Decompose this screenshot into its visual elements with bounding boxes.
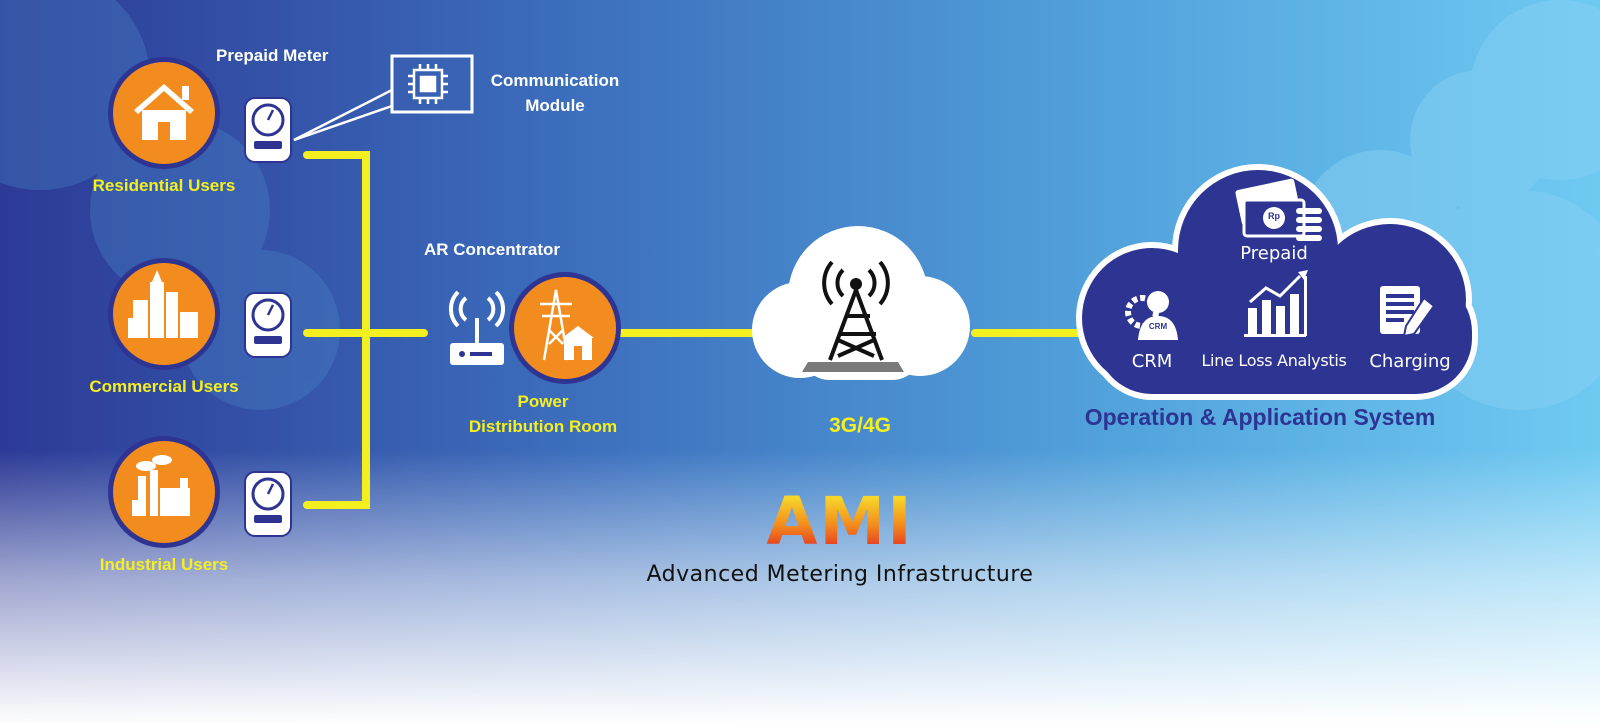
crm-label: CRM — [1131, 351, 1173, 372]
communication-module-label: Communication Module — [480, 68, 630, 118]
chip-icon — [408, 64, 448, 104]
cell-tower-icon — [802, 260, 904, 372]
house-icon — [134, 84, 194, 140]
industrial-node — [108, 436, 220, 548]
commercial-users-label: Commercial Users — [89, 377, 239, 396]
prepaid-meter-icon — [244, 97, 292, 537]
rp-badge: Rp — [1268, 211, 1280, 221]
bar-chart-icon — [1244, 270, 1308, 337]
power-distribution-node — [509, 272, 621, 384]
network-label: 3G/4G — [829, 414, 891, 437]
prepaid-meter-label: Prepaid Meter — [216, 46, 329, 65]
crm-badge: CRM — [1148, 322, 1168, 331]
power-distribution-line2: Distribution Room — [468, 417, 618, 436]
router-icon — [448, 290, 506, 365]
crm-icon — [1125, 291, 1178, 340]
document-pen-icon — [1380, 286, 1436, 338]
ami-subtitle: Advanced Metering Infrastructure — [646, 562, 1034, 587]
commercial-node — [108, 258, 220, 370]
operation-system-title: Operation & Application System — [1084, 404, 1436, 430]
communication-module-callout — [293, 54, 474, 142]
power-distribution-label: Power Distribution Room — [440, 389, 646, 439]
ami-title: AMI — [720, 487, 960, 557]
line-loss-analysis-label: Line Loss Analystis — [1201, 351, 1347, 370]
ar-concentrator-label: AR Concentrator — [424, 240, 561, 259]
city-buildings-icon — [128, 270, 198, 338]
residential-node — [108, 57, 220, 169]
power-distribution-line1: Power — [517, 392, 569, 411]
communication-module-line2: Module — [525, 96, 585, 115]
prepaid-label: Prepaid — [1240, 243, 1308, 264]
industrial-users-label: Industrial Users — [99, 555, 229, 574]
factory-icon — [132, 455, 190, 516]
residential-users-label: Residential Users — [92, 176, 236, 195]
money-icon — [1235, 178, 1322, 241]
communication-module-line1: Communication — [490, 71, 620, 90]
charging-label: Charging — [1369, 351, 1451, 372]
